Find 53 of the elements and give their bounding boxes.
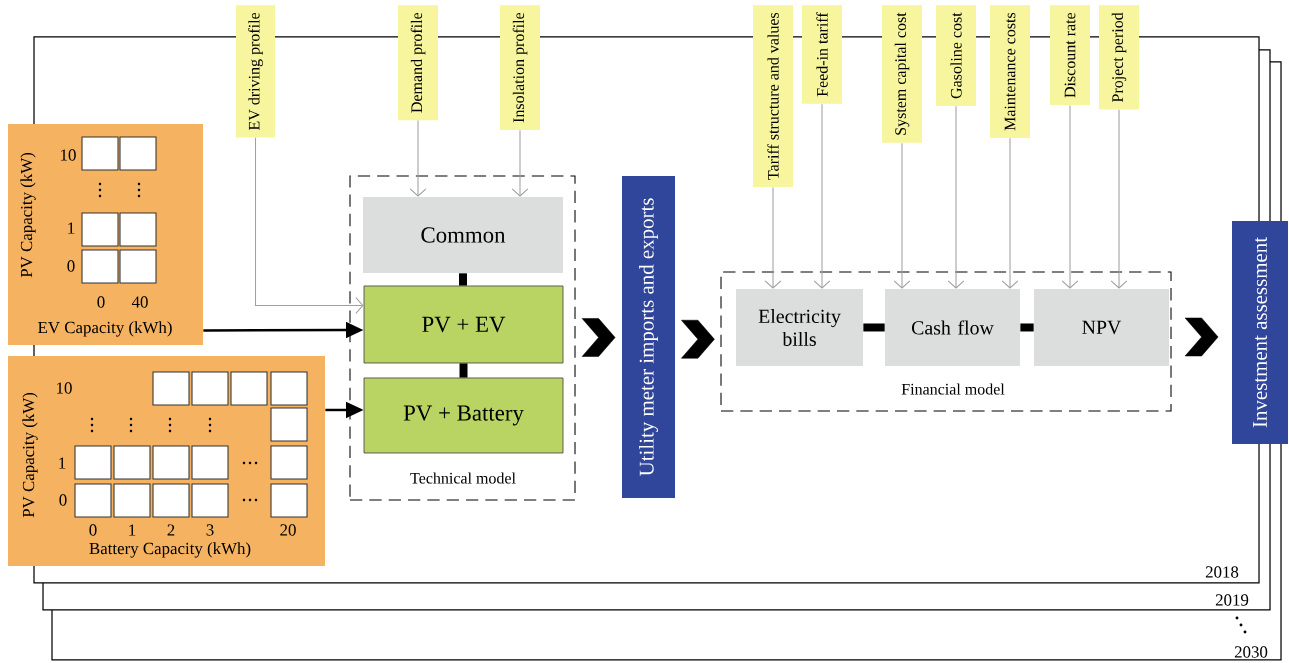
input-label: Discount rate [1050, 5, 1090, 106]
tick-label: 0 [89, 524, 97, 536]
input-label: Maintenance costs [990, 5, 1030, 138]
group-caption: Technical model [410, 472, 516, 484]
group-caption: Financial model [901, 383, 1005, 395]
tick-label: 2019 [1215, 594, 1249, 606]
chevron-arrow [681, 319, 715, 359]
input-label: EV driving profile [236, 5, 275, 138]
axis-title: EV Capacity (kWh) [38, 321, 172, 337]
tick-label: 0 [97, 296, 105, 308]
axis-title: PV Capacity (kW) [20, 152, 36, 278]
arrow [511, 129, 529, 197]
input-label: Project period [1099, 5, 1139, 110]
chevron-arrow [1184, 317, 1219, 357]
tick-label: 0 [67, 260, 75, 272]
arrow [893, 142, 911, 289]
process-box: NPV [1034, 289, 1169, 366]
arrow [764, 186, 782, 289]
scenario-box: PV + EV [363, 285, 564, 364]
tick-label: 3 [206, 524, 214, 536]
arrow [947, 105, 965, 289]
scenario-box: PV + Battery [363, 377, 564, 454]
tick-label: 10 [61, 149, 76, 161]
arrow [1061, 104, 1079, 289]
process-box: Cash flow [885, 289, 1020, 366]
tick-label: 2030 [1234, 646, 1268, 658]
tick-label: 0 [59, 494, 67, 506]
input-label: Insolation profile [500, 5, 540, 130]
tick-label: 1 [59, 457, 66, 469]
chevron-arrow [581, 318, 616, 357]
arrow [1110, 109, 1128, 289]
axis-title: Battery Capacity (kWh) [89, 542, 251, 558]
tick-label: 2018 [1205, 566, 1239, 578]
input-label: Demand profile [398, 5, 438, 121]
tick-label: 40 [131, 296, 148, 308]
arrow [1001, 137, 1019, 289]
process-box: Common [363, 197, 563, 273]
process-box: Electricity bills [736, 289, 863, 366]
stage-box: Investment assessment [1232, 221, 1288, 444]
input-label: Tariff structure and values [753, 5, 793, 188]
tick-label: 20 [280, 524, 296, 536]
tick-label: 10 [57, 382, 72, 394]
input-label: Feed-in tariff [802, 5, 842, 104]
tick-label: 2 [167, 524, 175, 536]
tick-label: 1 [68, 222, 75, 234]
axis-title: PV Capacity (kW) [22, 392, 38, 518]
arrow [409, 119, 427, 197]
tick-label: 1 [129, 524, 136, 536]
input-label: Gasoline cost [936, 5, 976, 106]
stage-box: Utility meter imports and exports [622, 176, 675, 498]
input-label: System capital cost [882, 5, 922, 143]
arrow [813, 103, 831, 289]
arrow [255, 137, 364, 314]
